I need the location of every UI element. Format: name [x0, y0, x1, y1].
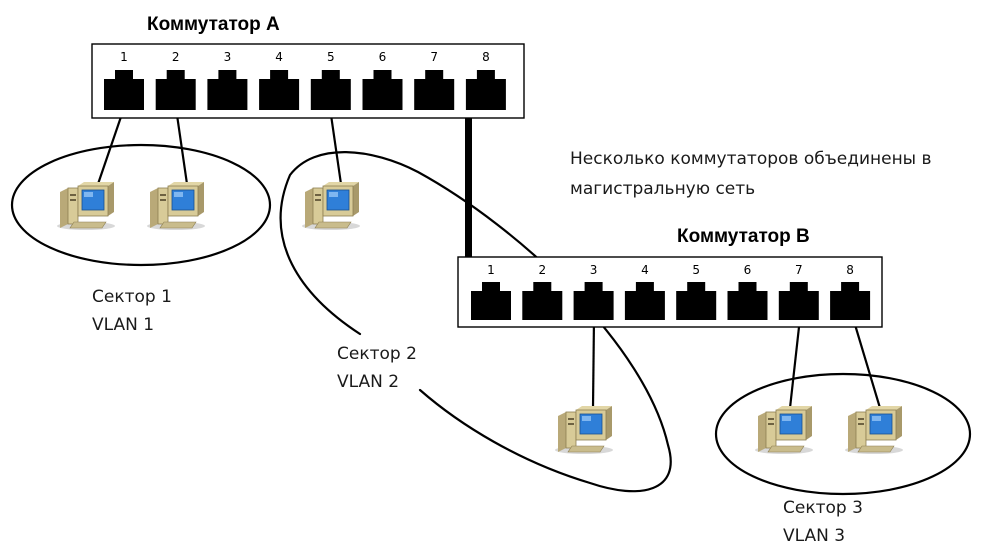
link-a2-pc2 — [174, 107, 189, 185]
backbone-note-line-2: магистральную сеть — [570, 179, 756, 199]
link-b8-pc6 — [851, 317, 882, 409]
switch-b-port-4 — [624, 282, 665, 320]
pc-sector-3-a — [754, 405, 814, 455]
switch-b-port-6-number: 6 — [744, 263, 752, 277]
sector-2-name: Сектор 2 — [337, 344, 417, 364]
switch-b-port-1 — [471, 282, 511, 320]
switch-a-port-3-number: 3 — [224, 50, 232, 64]
switch-a-port-4-number: 4 — [275, 50, 283, 64]
sector-1-name: Сектор 1 — [92, 287, 172, 307]
sector-3-vlan: VLAN 3 — [783, 526, 846, 546]
sector-2-label: Сектор 2 VLAN 2 — [337, 340, 417, 396]
switch-a-port-6 — [362, 70, 403, 110]
switch-a-port-7-number: 7 — [430, 50, 438, 64]
link-a5-pc3 — [328, 107, 343, 185]
switch-a-port-1-number: 1 — [120, 50, 128, 64]
sector-3-label: Сектор 3 VLAN 3 — [783, 494, 863, 550]
switch-a-port-2 — [155, 70, 196, 110]
switch-a-port-8-number: 8 — [482, 50, 490, 64]
sector-1-vlan: VLAN 1 — [92, 315, 155, 335]
switch-b-port-1-number: 1 — [487, 263, 495, 277]
backbone-note: Несколько коммутаторов объединены в маги… — [570, 144, 932, 204]
switch-b-port-7 — [778, 282, 819, 320]
pc-sector-2-b — [554, 405, 614, 455]
switch-b-title: Коммутатор В — [677, 226, 810, 247]
pc-sector-1-a — [56, 181, 116, 231]
sector-3-ellipse — [714, 372, 972, 496]
link-b7-pc5 — [788, 317, 802, 409]
switch-a-port-1 — [104, 70, 144, 110]
sector-1-ellipse — [10, 143, 272, 267]
switch-b-port-2 — [522, 282, 563, 320]
switch-b-port-6 — [727, 282, 768, 320]
switch-a-port-7 — [414, 70, 455, 110]
switch-b-port-4-number: 4 — [641, 263, 649, 277]
pc-sector-2-a — [301, 181, 361, 231]
switch-a: 1 2 3 4 5 6 7 8 — [91, 43, 525, 119]
switch-b-port-7-number: 7 — [795, 263, 803, 277]
pc-sector-3-b — [844, 405, 904, 455]
backbone-trunk-link — [465, 112, 472, 262]
switch-a-port-5-number: 5 — [327, 50, 335, 64]
switch-b-port-8-number: 8 — [846, 263, 854, 277]
switch-b-port-2-number: 2 — [538, 263, 546, 277]
switch-a-port-3 — [207, 70, 248, 110]
sector-3-name: Сектор 3 — [783, 498, 863, 518]
sector-1-label: Сектор 1 VLAN 1 — [92, 283, 172, 339]
link-a1-pc1 — [96, 107, 126, 185]
switch-a-port-8 — [465, 70, 506, 110]
switch-b-port-5 — [676, 282, 717, 320]
switch-b-port-3 — [573, 282, 614, 320]
switch-a-port-4 — [259, 70, 300, 110]
sector-2-vlan: VLAN 2 — [337, 372, 400, 392]
backbone-note-line-1: Несколько коммутаторов объединены в — [570, 149, 932, 169]
switch-b-port-5-number: 5 — [692, 263, 700, 277]
switch-a-port-2-number: 2 — [172, 50, 180, 64]
switch-a-port-6-number: 6 — [379, 50, 387, 64]
pc-sector-1-b — [146, 181, 206, 231]
switch-b-port-8 — [830, 282, 871, 320]
switch-b-port-3-number: 3 — [590, 263, 598, 277]
switch-b: 1 2 3 4 5 6 7 8 — [457, 256, 883, 328]
link-b3-pc4 — [591, 317, 596, 409]
switch-a-title: Коммутатор А — [147, 14, 280, 35]
switch-a-port-5 — [310, 70, 351, 110]
